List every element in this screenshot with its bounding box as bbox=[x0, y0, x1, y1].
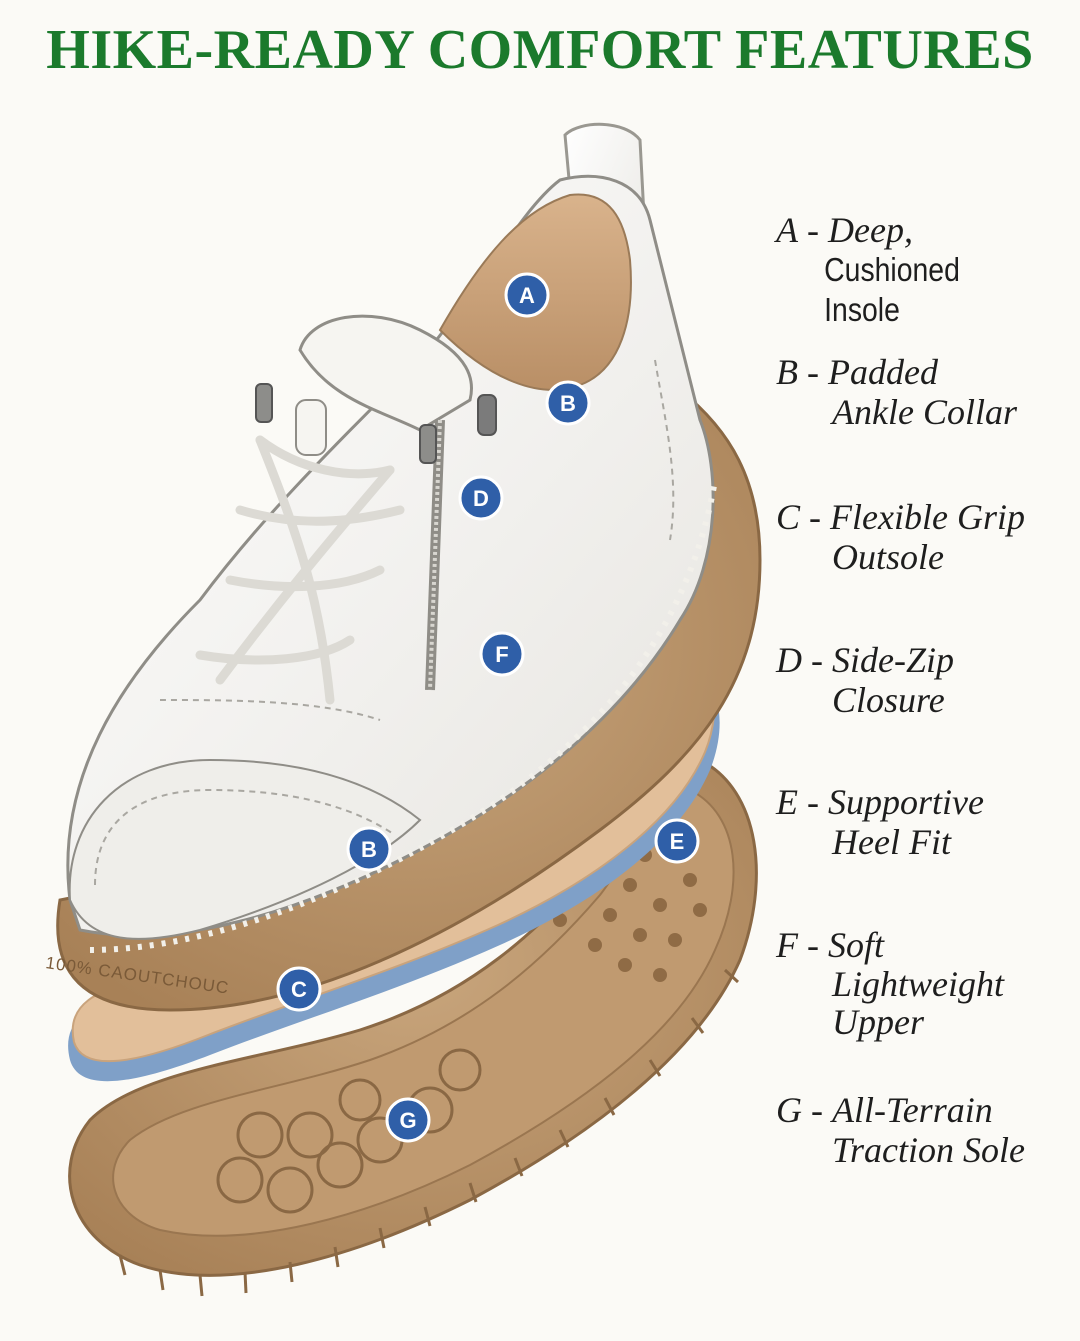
badge-d-label: D bbox=[473, 486, 489, 511]
badge-e-label: E bbox=[670, 829, 685, 854]
badge-f: F bbox=[479, 631, 525, 677]
badge-a: A bbox=[504, 272, 550, 318]
lace-loop bbox=[295, 399, 327, 456]
badge-e: E bbox=[654, 818, 700, 864]
badge-g: G bbox=[385, 1097, 431, 1143]
badge-b-toe-label: B bbox=[361, 837, 377, 862]
badge-a-label: A bbox=[519, 283, 535, 308]
badge-b-toe: B bbox=[346, 826, 392, 872]
forefoot-lugs bbox=[216, 1048, 482, 1214]
badge-c-label: C bbox=[291, 977, 307, 1002]
sole-tread-edge bbox=[118, 968, 740, 1297]
elastic-laces bbox=[195, 435, 405, 705]
badge-c: C bbox=[276, 966, 322, 1012]
side-zipper bbox=[425, 394, 497, 691]
badge-g-label: G bbox=[399, 1108, 416, 1133]
badge-b-collar: B bbox=[545, 380, 591, 426]
page-title: HIKE-READY COMFORT FEATURES bbox=[46, 19, 1034, 81]
badge-f-label: F bbox=[495, 642, 508, 667]
badge-d: D bbox=[458, 475, 504, 521]
lace-toggles bbox=[255, 383, 437, 464]
badge-b-collar-label: B bbox=[560, 391, 576, 416]
